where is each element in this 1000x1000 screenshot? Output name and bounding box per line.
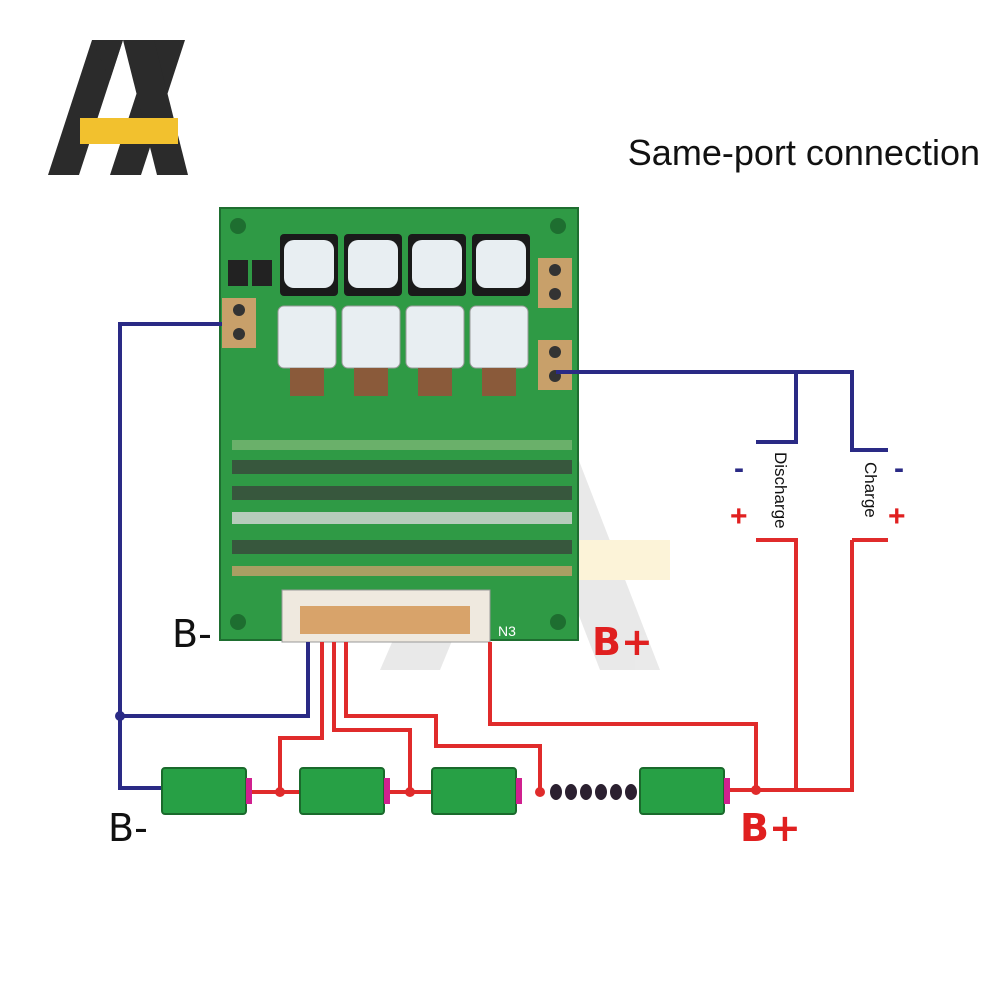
connector-icon [281, 589, 491, 643]
page-title: Same-port connection [627, 132, 980, 173]
discharge-label: Discharge [771, 452, 790, 529]
charge-label: Charge [861, 462, 880, 518]
mosfet-icon [277, 305, 529, 396]
smd-components [232, 440, 572, 576]
connector-label: N3 [498, 623, 516, 639]
charge-minus-sign: - [894, 452, 904, 485]
bottom-b-minus-label: B- [108, 806, 148, 850]
bottom-b-plus-label: B+ [740, 806, 801, 850]
charge-plus-sign: + [888, 500, 906, 533]
board-b-minus-label: B- [172, 612, 212, 656]
ellipsis-dots [550, 784, 637, 800]
logo-icon [48, 40, 188, 175]
discharge-plus-sign: + [730, 500, 748, 533]
c-minus-terminal [538, 340, 572, 390]
discharge-minus-sign: - [734, 452, 744, 485]
p-terminal-top [538, 258, 572, 308]
board-b-plus-label: B+ [592, 620, 653, 664]
bms-pcb-board: N3 [219, 207, 579, 643]
mosfet-icon [280, 234, 530, 296]
junction-dots [275, 785, 761, 797]
b-minus-terminal [222, 298, 256, 348]
negative-wiring [118, 322, 888, 790]
battery-cell-icon [161, 767, 730, 815]
junction-dot [115, 711, 125, 721]
positive-wiring [248, 538, 888, 794]
